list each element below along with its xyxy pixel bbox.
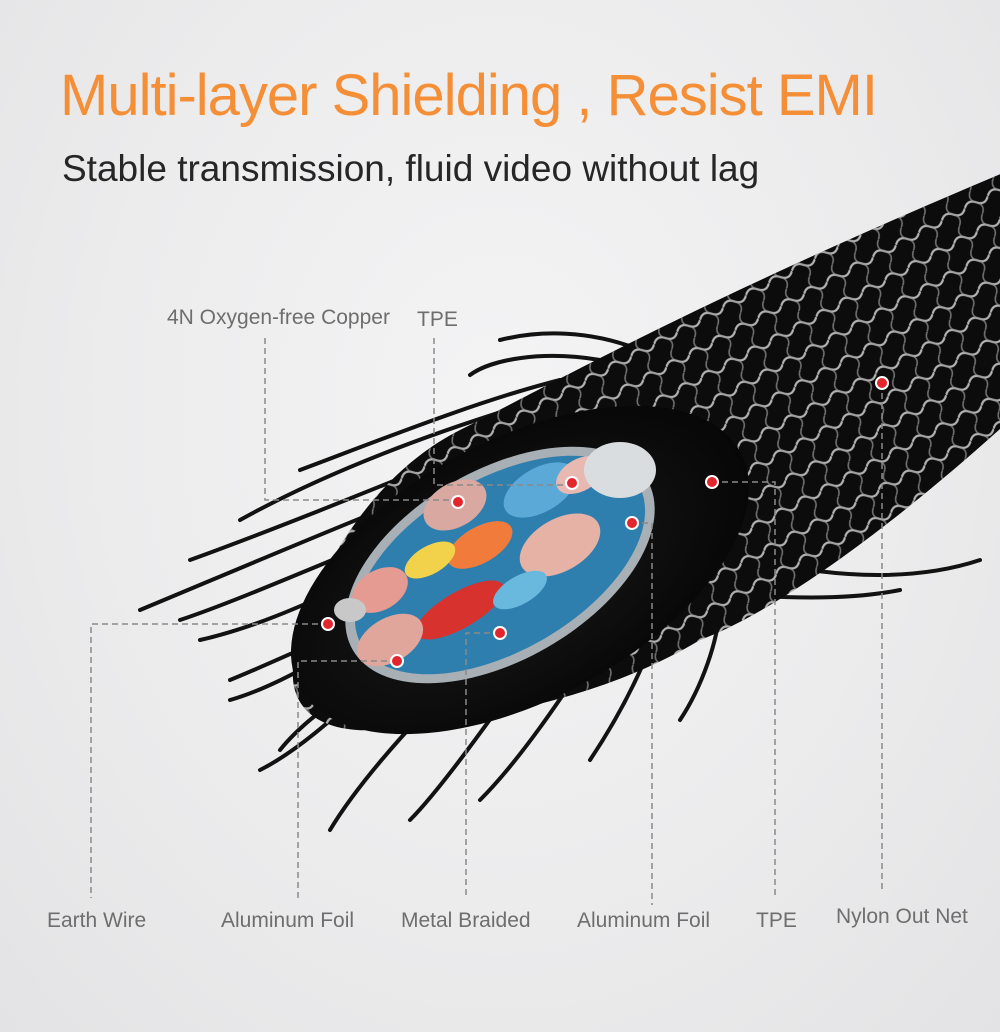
- headline: Multi-layer Shielding , Resist EMI: [60, 63, 878, 128]
- label-metal-braided: Metal Braided: [401, 909, 531, 932]
- marker-aluminum-foil-outer: [625, 516, 639, 530]
- marker-dots: [321, 376, 889, 668]
- leader-lines: [90, 338, 883, 905]
- marker-earth-wire: [321, 617, 335, 631]
- inner-conductors: [334, 442, 656, 667]
- marker-copper: [451, 495, 465, 509]
- marker-tpe-outer: [705, 475, 719, 489]
- label-earth-wire: Earth Wire: [47, 909, 147, 932]
- label-tpe-top: TPE: [417, 308, 458, 331]
- label-aluminum-foil-left: Aluminum Foil: [221, 909, 355, 932]
- label-tpe-bottom: TPE: [756, 909, 797, 932]
- label-nylon-out-net: Nylon Out Net: [836, 905, 968, 928]
- label-aluminum-foil-right: Aluminum Foil: [577, 909, 711, 932]
- label-copper: 4N Oxygen-free Copper: [167, 306, 390, 329]
- marker-metal-braided: [493, 626, 507, 640]
- marker-aluminum-foil-inner: [390, 654, 404, 668]
- marker-tpe-inner: [565, 476, 579, 490]
- marker-nylon-net: [875, 376, 889, 390]
- subheadline: Stable transmission, fluid video without…: [62, 148, 760, 189]
